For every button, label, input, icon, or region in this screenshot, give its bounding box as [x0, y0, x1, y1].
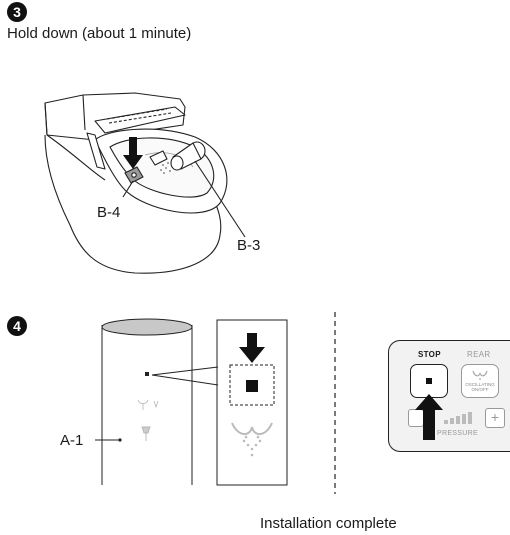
control-panel-side: [95, 318, 288, 486]
divider-dashed: [334, 312, 336, 494]
stop-button[interactable]: [410, 364, 448, 398]
stop-label: STOP: [418, 350, 441, 359]
pressure-label: PRESSURE: [437, 430, 478, 437]
toilet-illustration: [44, 92, 246, 274]
stop-square-icon: [426, 378, 432, 384]
arrow-down-icon: [239, 333, 265, 363]
step-4-number-icon: 4: [7, 316, 27, 336]
rear-wash-icon: [472, 370, 488, 380]
rear-button[interactable]: OSCILLATING ON/OFF: [461, 364, 499, 398]
step-3-instruction: Hold down (about 1 minute): [7, 25, 192, 42]
label-b3: B-3: [237, 237, 261, 254]
completion-text: Installation complete: [260, 515, 397, 532]
label-b4: B-4: [97, 204, 121, 221]
arrow-down-icon: [123, 137, 143, 169]
rear-label: REAR: [467, 350, 491, 359]
pressure-level-icon: [444, 412, 472, 424]
oscillating-label: OSCILLATING ON/OFF: [465, 382, 495, 392]
arrow-up-icon: [415, 394, 443, 440]
pressure-plus-button[interactable]: +: [485, 408, 505, 428]
step-3-number-icon: 3: [7, 2, 27, 22]
label-a1: A-1: [60, 432, 84, 449]
